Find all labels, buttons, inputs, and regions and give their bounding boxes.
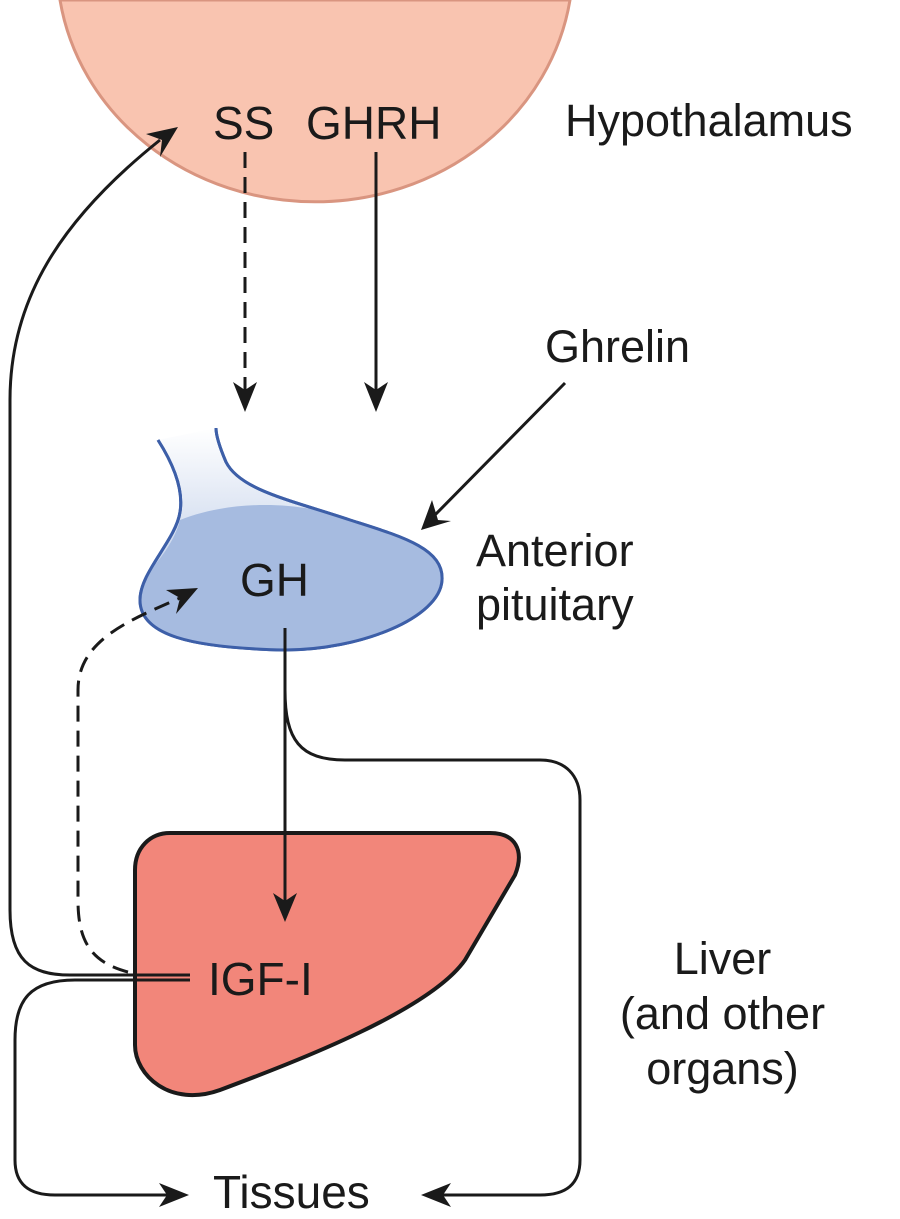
liver-label-line1: Liver <box>673 933 772 984</box>
igf-to-tissues-arrowhead <box>159 1183 189 1207</box>
hypothalamus-shape <box>58 0 572 204</box>
ghrh-label: GHRH <box>306 97 442 149</box>
igf-feedback-pituitary-arrowhead <box>166 588 198 614</box>
igf-label: IGF-I <box>208 953 313 1005</box>
liver-shape <box>133 831 521 1097</box>
liver-label-line2: (and other <box>619 988 826 1039</box>
ghrh-arrowhead <box>364 382 388 412</box>
igf-feedback-pituitary-line <box>76 596 181 974</box>
tissues-label: Tissues <box>213 1166 370 1218</box>
pituitary-body-fill <box>140 505 443 650</box>
hypothalamus-label: Hypothalamus <box>565 95 853 146</box>
liver-label-line3: organs) <box>646 1043 799 1094</box>
igf-feedback-hypothalamus-line <box>8 138 190 977</box>
ss-arrowhead <box>233 382 257 412</box>
gh-to-tissues-arrowhead <box>421 1183 451 1207</box>
pituitary-label: pituitary <box>476 579 634 630</box>
igf-feedback-hypothalamus-arrowhead <box>146 127 178 157</box>
anterior-label: Anterior <box>476 525 634 576</box>
ghrelin-arrowhead <box>421 500 451 530</box>
ghrelin-arrow <box>430 381 567 520</box>
gh-label: GH <box>240 554 309 606</box>
ghrelin-label: Ghrelin <box>545 321 691 372</box>
gh-to-liver-arrowhead <box>273 893 297 922</box>
igf-to-tissues-line <box>13 978 190 1197</box>
pituitary-outline <box>138 427 444 652</box>
gh-to-tissues-line <box>283 689 582 1197</box>
ss-label: SS <box>213 97 275 149</box>
